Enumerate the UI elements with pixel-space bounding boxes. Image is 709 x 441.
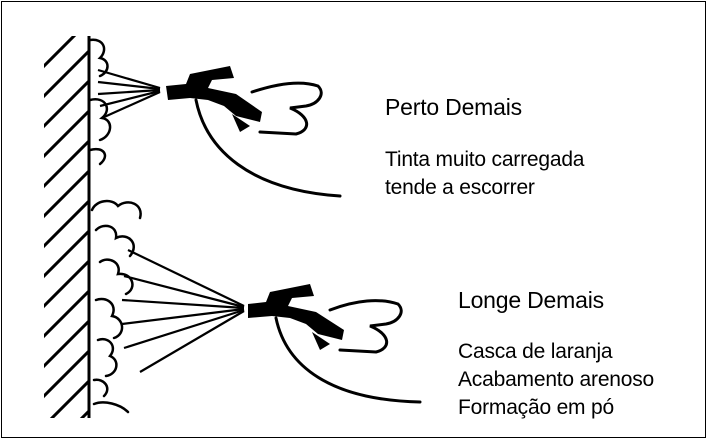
near-spray-lines [97, 68, 161, 120]
far-description-line-3: Formação em pó [458, 396, 614, 419]
near-description-line-2: tende a escorrer [385, 176, 535, 199]
far-paint-clouds [90, 199, 142, 414]
near-title: Perto Demais [385, 94, 522, 120]
far-spray-lines [121, 249, 245, 373]
far-spray-gun-icon [248, 284, 422, 404]
near-description-line-1: Tinta muito carregada [385, 148, 585, 171]
far-title: Longe Demais [458, 287, 604, 313]
far-description-line-1: Casca de laranja [458, 340, 613, 363]
far-description-line-2: Acabamento arenoso [458, 368, 655, 391]
wall-hatched [44, 36, 91, 418]
near-spray-gun-icon [166, 66, 342, 198]
near-paint-buildup [88, 38, 112, 166]
